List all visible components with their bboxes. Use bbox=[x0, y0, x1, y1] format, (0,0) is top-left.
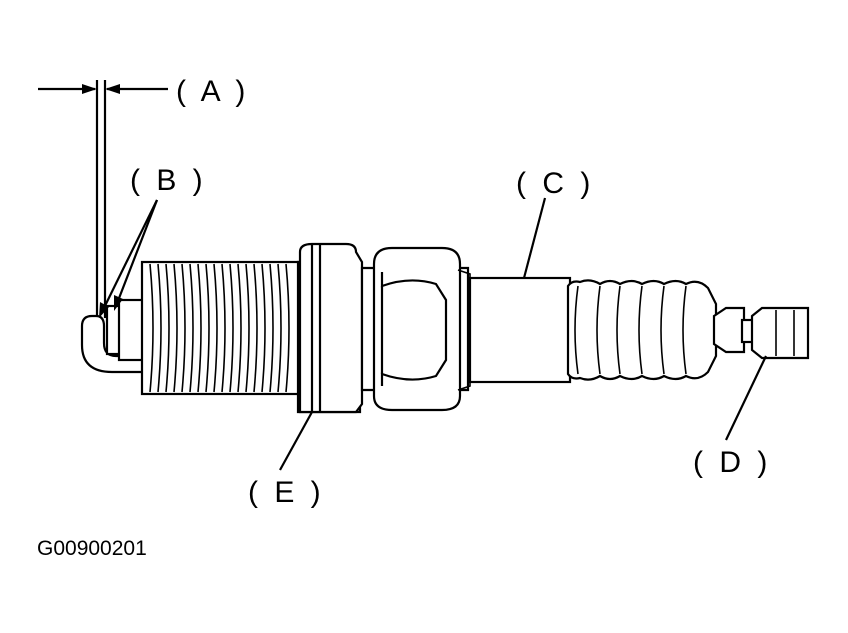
thread-line bbox=[229, 263, 234, 393]
thread-line bbox=[213, 263, 218, 393]
insulator-ribs bbox=[566, 279, 718, 381]
thread-line bbox=[237, 263, 242, 393]
thread-lines bbox=[149, 263, 290, 393]
center-electrode bbox=[105, 298, 147, 362]
terminal bbox=[712, 306, 810, 360]
callout-b: ( B ) bbox=[130, 164, 207, 197]
leader-lines bbox=[99, 197, 767, 471]
gap-dimension bbox=[38, 80, 168, 320]
callout-a: ( A ) bbox=[176, 75, 249, 108]
thread-line bbox=[221, 263, 226, 393]
threaded-section bbox=[140, 260, 302, 396]
callout-e: ( E ) bbox=[248, 476, 325, 509]
insulator-neck bbox=[468, 276, 572, 384]
thread-line bbox=[197, 263, 202, 393]
hex-nut bbox=[360, 246, 471, 412]
callout-c: ( C ) bbox=[516, 167, 594, 200]
thread-line bbox=[205, 263, 210, 393]
thread-line bbox=[245, 263, 250, 393]
thread-line bbox=[269, 263, 274, 393]
thread-line bbox=[165, 263, 170, 393]
thread-line bbox=[173, 263, 178, 393]
thread-line bbox=[149, 263, 154, 393]
thread-line bbox=[157, 263, 162, 393]
callout-d: ( D ) bbox=[693, 446, 771, 479]
thread-line bbox=[261, 263, 266, 393]
thread-line bbox=[181, 263, 186, 393]
thread-line bbox=[277, 263, 282, 393]
thread-line bbox=[189, 263, 194, 393]
figure-id: G00900201 bbox=[37, 537, 147, 560]
gasket-seat bbox=[296, 242, 364, 414]
thread-line bbox=[253, 263, 258, 393]
thread-line bbox=[285, 263, 290, 393]
